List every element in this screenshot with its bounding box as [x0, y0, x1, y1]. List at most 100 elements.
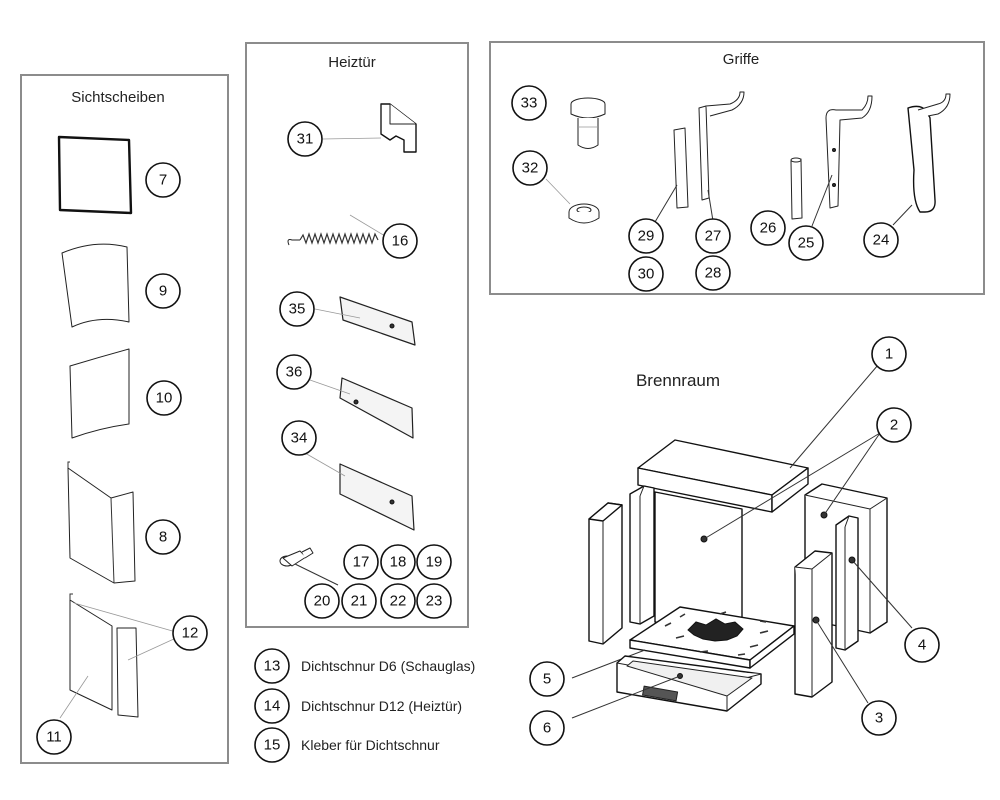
- leader-27: [707, 189, 714, 222]
- svg-text:33: 33: [521, 95, 538, 112]
- part-34-hole: [389, 499, 395, 505]
- leader-34: [304, 452, 346, 477]
- part-24-handle-hook: [917, 93, 951, 117]
- callout-16: 16: [382, 223, 418, 259]
- svg-text:20: 20: [314, 593, 331, 610]
- callout-28: 28: [695, 255, 731, 291]
- callout-31: 31: [287, 121, 323, 157]
- panel-griffe-frame: [489, 41, 985, 295]
- part-11-glass-left: [69, 599, 113, 711]
- callout-25: 25: [788, 225, 824, 261]
- part-10-curved-glass: [69, 348, 130, 439]
- callout-30: 30: [628, 256, 664, 292]
- part-left-outer-brick: [588, 502, 623, 645]
- panel-heiztuer-frame: [245, 42, 469, 628]
- part-4-right-inner-brick: [835, 515, 859, 651]
- part-8-fold: [110, 497, 115, 584]
- legend-item-15: 15 Kleber für Dichtschnur: [254, 727, 440, 763]
- panel-heiztuer-title: Heiztür: [328, 54, 376, 71]
- part-1-top-slab-side: [771, 467, 809, 513]
- svg-text:16: 16: [392, 233, 409, 250]
- part-25-handle-arm: [825, 95, 873, 209]
- part-36-hole: [353, 399, 359, 405]
- svg-text:21: 21: [351, 593, 368, 610]
- svg-text:34: 34: [291, 430, 308, 447]
- panel-sichtscheiben: Sichtscheiben 7 9 10 8 12 11: [20, 74, 229, 764]
- callout-1: 1: [871, 336, 907, 372]
- callout-6: 6: [529, 710, 565, 746]
- callout-12: 12: [172, 615, 208, 651]
- svg-text:5: 5: [543, 671, 551, 688]
- callout-23: 23: [416, 583, 452, 619]
- part-31-latch-detail: [380, 104, 416, 134]
- svg-text:36: 36: [286, 364, 303, 381]
- part-33-screw-head: [570, 104, 606, 119]
- svg-text:26: 26: [760, 220, 777, 237]
- part-8-bent-glass: [67, 467, 136, 584]
- callout-34: 34: [281, 420, 317, 456]
- leader-4: [851, 559, 913, 629]
- callout-11: 11: [36, 719, 72, 755]
- panel-heiztuer: Heiztür 31 16 35 36 34 17 18 19: [245, 42, 469, 628]
- svg-text:11: 11: [46, 729, 62, 746]
- panel-griffe-title: Griffe: [723, 51, 759, 68]
- part-16-spring-coil: [299, 232, 379, 245]
- svg-text:31: 31: [297, 131, 314, 148]
- leader-12-b: [127, 637, 177, 661]
- svg-text:3: 3: [875, 710, 883, 727]
- svg-text:7: 7: [159, 172, 167, 189]
- svg-text:35: 35: [289, 301, 306, 318]
- callout-2: 2: [876, 407, 912, 443]
- leader-35: [314, 308, 361, 319]
- svg-text:15: 15: [264, 737, 281, 754]
- part-27-hook: [705, 91, 745, 117]
- part-11-edge: [69, 593, 73, 600]
- part-left-inner-edge: [639, 485, 645, 624]
- part-left-outer-top: [588, 502, 623, 522]
- leader-2-a: [703, 432, 881, 540]
- svg-text:19: 19: [426, 554, 443, 571]
- callout-9: 9: [145, 273, 181, 309]
- leader-36: [309, 379, 351, 395]
- callout-21: 21: [341, 583, 377, 619]
- legend: 13 Dichtschnur D6 (Schauglas) 14 Dichtsc…: [254, 648, 475, 763]
- callout-8: 8: [145, 519, 181, 555]
- leader-5: [571, 649, 646, 679]
- part-25-hole-b: [832, 183, 836, 187]
- part-11-glass-right: [116, 627, 139, 718]
- leader-1: [789, 364, 879, 469]
- legend-item-14: 14 Dichtschnur D12 (Heiztür): [254, 688, 462, 724]
- callout-22: 22: [380, 583, 416, 619]
- callout-18: 18: [380, 544, 416, 580]
- part-33-screw-shaft: [577, 118, 599, 149]
- part-26-rod-top: [790, 157, 802, 163]
- part-6-drawer-inside: [626, 660, 753, 697]
- brennraum-title: Brennraum: [636, 371, 720, 390]
- svg-text:8: 8: [159, 529, 167, 546]
- part-25-hole-a: [832, 148, 836, 152]
- part-7-flat-glass: [57, 135, 133, 215]
- svg-text:14: 14: [264, 698, 281, 715]
- part-32-washer-side: [568, 212, 600, 224]
- leader-25: [811, 174, 833, 227]
- part-9-curved-glass: [61, 243, 130, 328]
- legend-item-13: 13 Dichtschnur D6 (Schauglas): [254, 648, 475, 684]
- svg-text:10: 10: [156, 390, 173, 407]
- leader-16: [349, 214, 386, 237]
- leader-24: [892, 204, 913, 226]
- callout-36: 36: [276, 354, 312, 390]
- part-5-grate-side: [749, 625, 795, 669]
- leader-3: [815, 619, 869, 704]
- callout-24: 24: [863, 222, 899, 258]
- leader-6: [571, 675, 681, 719]
- callout-4: 4: [904, 627, 940, 663]
- callout-3: 3: [861, 700, 897, 736]
- part-5-grate-holes: [687, 618, 744, 642]
- callout-20: 20: [304, 583, 340, 619]
- leader-12-a: [73, 602, 177, 633]
- svg-text:6: 6: [543, 720, 551, 737]
- part-35-hole: [389, 323, 395, 329]
- panel-sichtscheiben-title: Sichtscheiben: [71, 89, 164, 106]
- svg-text:1: 1: [885, 346, 893, 363]
